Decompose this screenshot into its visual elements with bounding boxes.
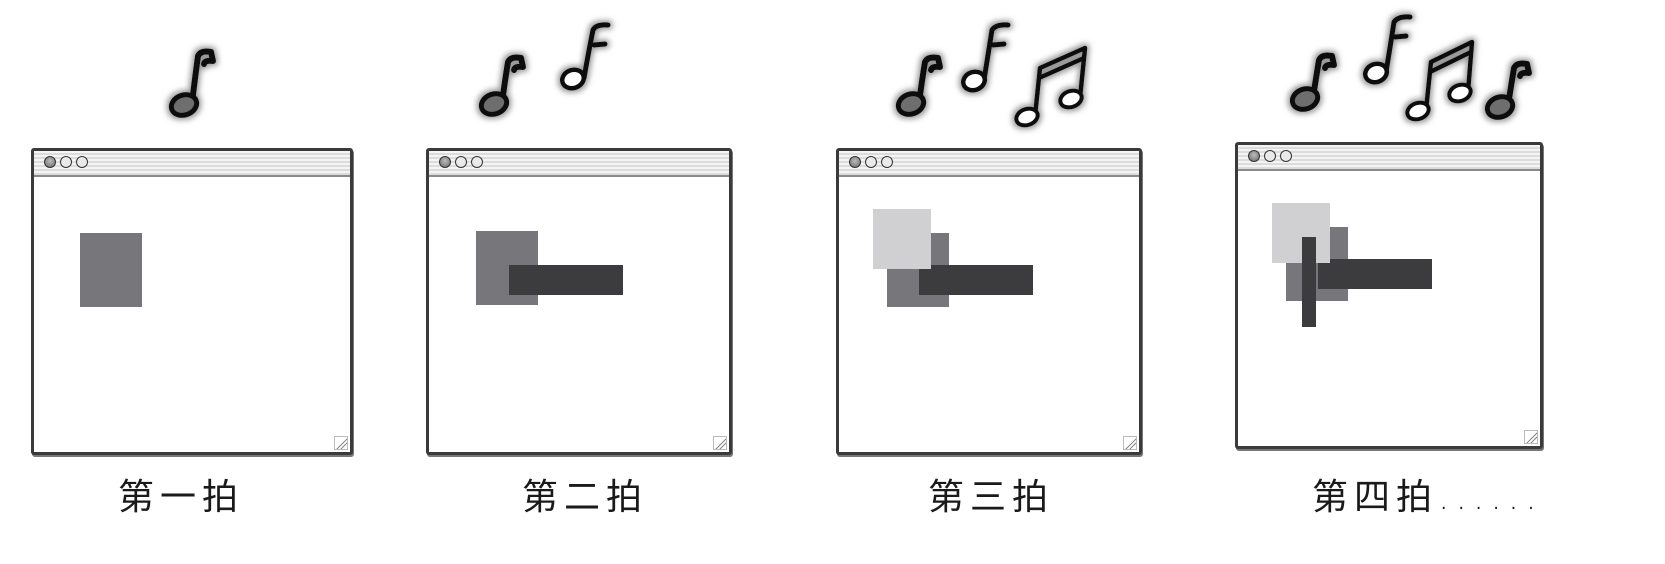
zoom-button[interactable] bbox=[76, 156, 88, 168]
title-bar[interactable] bbox=[34, 151, 350, 177]
quarter-note-filled-icon bbox=[895, 54, 943, 117]
notes-row bbox=[168, 48, 216, 118]
minimize-button[interactable] bbox=[60, 156, 72, 168]
app-window bbox=[836, 148, 1142, 455]
quarter-note-filled-icon bbox=[1289, 52, 1337, 112]
app-window bbox=[1235, 142, 1543, 449]
zoom-button[interactable] bbox=[471, 156, 483, 168]
canvas bbox=[839, 177, 1139, 452]
title-bar[interactable] bbox=[839, 151, 1139, 177]
light-gray-square bbox=[873, 209, 931, 269]
eighth-note-hollow-icon bbox=[1362, 14, 1413, 85]
title-bar[interactable] bbox=[429, 151, 729, 177]
beamed-sixteenth-notes-icon bbox=[1405, 39, 1475, 122]
close-button[interactable] bbox=[44, 156, 56, 168]
dark-vertical-bar bbox=[1302, 237, 1316, 327]
notes-row bbox=[478, 22, 611, 117]
eighth-note-hollow-icon bbox=[559, 22, 611, 91]
zoom-button[interactable] bbox=[1280, 150, 1292, 162]
panel-3: 第三拍 bbox=[820, 0, 1180, 564]
beat-caption: 第三拍 bbox=[928, 477, 1055, 518]
quarter-note-filled-icon bbox=[168, 48, 216, 118]
resize-grip[interactable] bbox=[1524, 430, 1538, 444]
resize-grip[interactable] bbox=[334, 436, 348, 450]
canvas bbox=[429, 177, 729, 452]
zoom-button[interactable] bbox=[881, 156, 893, 168]
minimize-button[interactable] bbox=[1264, 150, 1276, 162]
beat-caption: 第四拍...... bbox=[1312, 477, 1543, 518]
notes-row bbox=[895, 22, 1088, 128]
close-button[interactable] bbox=[1248, 150, 1260, 162]
light-gray-square bbox=[1272, 203, 1330, 263]
dark-horizontal-bar bbox=[1318, 259, 1432, 289]
medium-gray-rectangle bbox=[80, 233, 142, 307]
panel-1: 第一拍 bbox=[15, 0, 375, 564]
panel-2: 第二拍 bbox=[410, 0, 770, 564]
dark-horizontal-bar bbox=[509, 265, 623, 295]
notes-row bbox=[1289, 14, 1532, 122]
close-button[interactable] bbox=[849, 156, 861, 168]
beamed-sixteenth-notes-icon bbox=[1014, 45, 1088, 128]
title-bar[interactable] bbox=[1238, 145, 1540, 171]
quarter-note-filled-icon bbox=[1484, 60, 1532, 120]
resize-grip[interactable] bbox=[713, 436, 727, 450]
dark-horizontal-bar bbox=[919, 265, 1033, 295]
canvas bbox=[34, 177, 350, 452]
beat-caption: 第一拍 bbox=[118, 477, 245, 518]
canvas bbox=[1238, 171, 1540, 446]
panel-4: 第四拍...... bbox=[1220, 0, 1665, 564]
minimize-button[interactable] bbox=[455, 156, 467, 168]
app-window bbox=[426, 148, 732, 455]
resize-grip[interactable] bbox=[1123, 436, 1137, 450]
close-button[interactable] bbox=[439, 156, 451, 168]
app-window bbox=[31, 148, 353, 455]
quarter-note-filled-icon bbox=[478, 54, 526, 117]
eighth-note-hollow-icon bbox=[960, 22, 1011, 93]
beat-caption: 第二拍 bbox=[522, 477, 649, 518]
minimize-button[interactable] bbox=[865, 156, 877, 168]
